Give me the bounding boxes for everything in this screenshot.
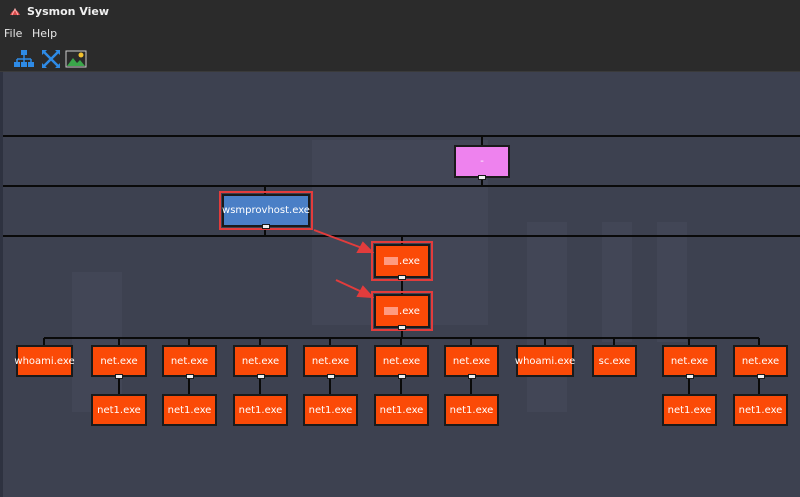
parent-process-node[interactable]: wsmprovhost.exe: [219, 191, 313, 230]
title-bar: Sysmon View: [0, 0, 800, 24]
child-process-node[interactable]: net1.exe: [91, 394, 147, 426]
redacted-block: [384, 256, 399, 265]
process-node[interactable]: net.exe: [233, 345, 288, 379]
node-label: -: [480, 156, 484, 167]
menu-file[interactable]: File: [4, 27, 23, 40]
node-label: net.exe: [100, 355, 138, 367]
collapse-toggle[interactable]: [685, 374, 694, 379]
collapse-toggle[interactable]: [185, 374, 194, 379]
node-label: net.exe: [170, 355, 209, 367]
node-label: net.exe: [241, 355, 280, 367]
node-label: net1.exe: [167, 404, 212, 416]
suspicious-process-node[interactable]: .exe: [371, 291, 433, 331]
suspicious-process-node[interactable]: .exe: [371, 241, 433, 281]
node-label: whoami.exe: [514, 355, 576, 367]
process-node[interactable]: net.exe: [733, 345, 788, 379]
node-label: net.exe: [311, 355, 350, 367]
child-process-node[interactable]: net1.exe: [662, 394, 717, 426]
node-label: wsmprovhost.exe: [222, 205, 310, 216]
collapse-toggle[interactable]: [115, 374, 123, 379]
process-node[interactable]: whoami.exe: [514, 345, 576, 377]
collapse-toggle[interactable]: [256, 374, 265, 379]
node-label: net1.exe: [449, 404, 494, 416]
node-label: net.exe: [452, 355, 491, 367]
process-node[interactable]: net.exe: [162, 345, 217, 379]
node-label: net1.exe: [308, 404, 353, 416]
child-process-node[interactable]: net1.exe: [162, 394, 217, 426]
canvas-left-edge: [0, 72, 3, 497]
node-label: net1.exe: [379, 404, 424, 416]
child-process-node[interactable]: net1.exe: [444, 394, 499, 426]
watermark-shape: [602, 222, 632, 342]
node-label: net1.exe: [97, 404, 141, 416]
node-label: net.exe: [670, 355, 709, 367]
process-node[interactable]: net.exe: [662, 345, 717, 379]
node-label: net1.exe: [738, 404, 783, 416]
collapse-toggle[interactable]: [397, 374, 406, 379]
process-node[interactable]: net.exe: [91, 345, 147, 379]
watermark-shape: [72, 272, 122, 412]
watermark-shape: [527, 222, 567, 412]
menu-bar: File Help: [0, 24, 800, 44]
node-label: net1.exe: [238, 404, 283, 416]
node-label: .exe: [384, 306, 420, 317]
watermark-shape: [657, 222, 687, 342]
node-label: whoami.exe: [14, 355, 75, 367]
tree-connectors: [2, 135, 800, 394]
toolbar: [0, 44, 800, 72]
node-label: net.exe: [741, 355, 780, 367]
root-process-node[interactable]: -: [454, 145, 510, 180]
collapse-toggle[interactable]: [326, 374, 335, 379]
app-logo-icon: [10, 7, 20, 16]
process-node[interactable]: sc.exe: [592, 345, 637, 377]
collapse-toggle[interactable]: [478, 175, 486, 180]
child-process-node[interactable]: net1.exe: [233, 394, 288, 426]
process-tree-canvas[interactable]: - wsmprovhost.exe .exe .exe whoami.exe n…: [2, 72, 800, 497]
child-process-node[interactable]: net1.exe: [303, 394, 358, 426]
node-label: sc.exe: [598, 355, 631, 367]
collapse-toggle[interactable]: [467, 374, 476, 379]
process-node[interactable]: whoami.exe: [14, 345, 75, 377]
window-title: Sysmon View: [27, 5, 110, 18]
collapse-toggle[interactable]: [756, 374, 765, 379]
collapse-toggle[interactable]: [262, 224, 270, 229]
process-node[interactable]: net.exe: [374, 345, 429, 379]
child-process-node[interactable]: net1.exe: [374, 394, 429, 426]
redacted-block: [384, 306, 399, 315]
node-label: net1.exe: [667, 404, 712, 416]
collapse-toggle[interactable]: [398, 275, 406, 280]
menu-help[interactable]: Help: [32, 27, 58, 40]
hierarchy-icon[interactable]: [13, 48, 35, 70]
cross-arrows-icon[interactable]: [40, 48, 62, 70]
process-node[interactable]: net.exe: [303, 345, 358, 379]
collapse-toggle[interactable]: [398, 325, 406, 330]
node-label: net.exe: [382, 355, 421, 367]
child-process-node[interactable]: net1.exe: [733, 394, 788, 426]
process-node[interactable]: net.exe: [444, 345, 499, 379]
image-icon[interactable]: [65, 48, 87, 70]
node-label: .exe: [384, 256, 420, 267]
